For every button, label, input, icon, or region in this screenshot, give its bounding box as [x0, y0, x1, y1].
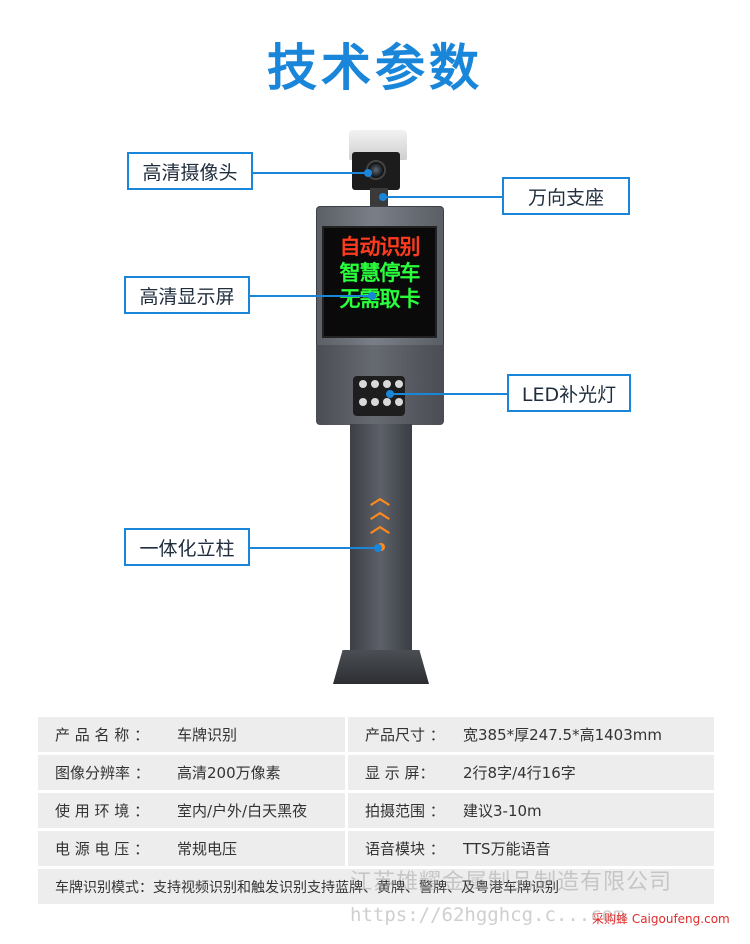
- pillar-base: [333, 650, 429, 684]
- table-row: 使 用 环 境 ： 室内/户外/白天黑夜 拍摄范围 ： 建议3-10m: [38, 793, 714, 828]
- led-dot: [383, 397, 391, 406]
- spec-label: 产 品 名 称 ：: [55, 726, 150, 744]
- spec-footer: 车牌识别模式：支持视频识别和触发识别支持蓝牌、黄牌、警牌、及粤港车牌识别: [38, 869, 714, 904]
- led-dot: [359, 397, 367, 406]
- watermark-url: https://62hgghcg.c...com: [350, 904, 625, 926]
- watermark-company: 江苏雄耀金属制品制造有限公司: [350, 870, 673, 895]
- callout-dot-pillar: [374, 544, 382, 552]
- callout-line-mount: [383, 196, 505, 198]
- table-row: 产 品 名 称 ： 车牌识别 产品尺寸 ： 宽385*厚247.5*高1403m…: [38, 717, 714, 752]
- spec-cell: 使 用 环 境 ： 室内/户外/白天黑夜: [38, 793, 345, 828]
- spec-cell: 显 示 屏： 2行8字/4行16字: [348, 755, 714, 790]
- table-row: 车牌识别模式：支持视频识别和触发识别支持蓝牌、黄牌、警牌、及粤港车牌识别: [38, 869, 714, 904]
- callout-dot-screen: [368, 292, 376, 300]
- led-display-screen: 自动识别 智慧停车 无需取卡: [322, 226, 437, 338]
- led-dot: [371, 397, 379, 406]
- callout-line-led: [390, 393, 510, 395]
- chevron-up-icon: ︿ ︿ ︿: [370, 485, 390, 537]
- callout-mount: 万向支座: [502, 177, 630, 215]
- callout-line-pillar: [248, 547, 378, 549]
- integrated-pillar: [350, 424, 412, 654]
- spec-label: 语音模块 ：: [365, 840, 445, 858]
- led-dot: [359, 380, 367, 388]
- spec-label: 显 示 屏：: [365, 764, 435, 782]
- spec-value: 2行8字/4行16字: [463, 764, 576, 782]
- spec-cell: 电 源 电 压 ： 常规电压: [38, 831, 345, 866]
- table-row: 图像分辨率 ： 高清200万像素 显 示 屏： 2行8字/4行16字: [38, 755, 714, 790]
- callout-line-camera: [250, 172, 368, 174]
- led-dot: [383, 380, 391, 388]
- callout-camera: 高清摄像头: [127, 152, 253, 190]
- spec-label: 拍摄范围 ：: [365, 802, 445, 820]
- spec-label: 图像分辨率 ：: [55, 764, 150, 782]
- led-dot: [395, 397, 403, 406]
- callout-dot-mount: [379, 193, 387, 201]
- led-dot: [371, 380, 379, 388]
- site-badge: 采购蜂 Caigoufeng.com: [592, 912, 730, 926]
- screen-line-2: 智慧停车: [339, 261, 421, 285]
- spec-value: 常规电压: [177, 840, 238, 858]
- led-fill-light: [353, 376, 405, 416]
- spec-cell: 图像分辨率 ： 高清200万像素: [38, 755, 345, 790]
- spec-value: 建议3-10m: [463, 802, 542, 820]
- spec-value: 室内/户外/白天黑夜: [177, 802, 308, 820]
- spec-value: 高清200万像素: [177, 764, 281, 782]
- screen-line-3: 无需取卡: [339, 287, 421, 311]
- product-illustration: 自动识别 智慧停车 无需取卡 ︿ ︿ ︿: [316, 130, 444, 684]
- spec-cell: 语音模块 ： TTS万能语音: [348, 831, 714, 866]
- spec-value: TTS万能语音: [463, 840, 551, 858]
- spec-cell: 产 品 名 称 ： 车牌识别: [38, 717, 345, 752]
- spec-value: 车牌识别: [177, 726, 238, 744]
- spec-value: 宽385*厚247.5*高1403mm: [463, 726, 662, 744]
- spec-label: 电 源 电 压 ：: [55, 840, 150, 858]
- callout-pillar: 一体化立柱: [124, 528, 250, 566]
- callout-dot-camera: [364, 169, 372, 177]
- page-title: 技术参数: [267, 39, 483, 97]
- led-dot: [395, 380, 403, 388]
- screen-line-1: 自动识别: [339, 235, 421, 259]
- callout-dot-led: [386, 390, 394, 398]
- callout-screen: 高清显示屏: [124, 276, 250, 314]
- spec-cell: 产品尺寸 ： 宽385*厚247.5*高1403mm: [348, 717, 714, 752]
- callout-led: LED补光灯: [507, 374, 631, 412]
- table-row: 电 源 电 压 ： 常规电压 语音模块 ： TTS万能语音: [38, 831, 714, 866]
- spec-cell: 拍摄范围 ： 建议3-10m: [348, 793, 714, 828]
- spec-label: 使 用 环 境 ：: [55, 802, 150, 820]
- callout-line-screen: [248, 295, 372, 297]
- specs-table: 产 品 名 称 ： 车牌识别 产品尺寸 ： 宽385*厚247.5*高1403m…: [38, 717, 714, 907]
- spec-label: 产品尺寸 ：: [365, 726, 445, 744]
